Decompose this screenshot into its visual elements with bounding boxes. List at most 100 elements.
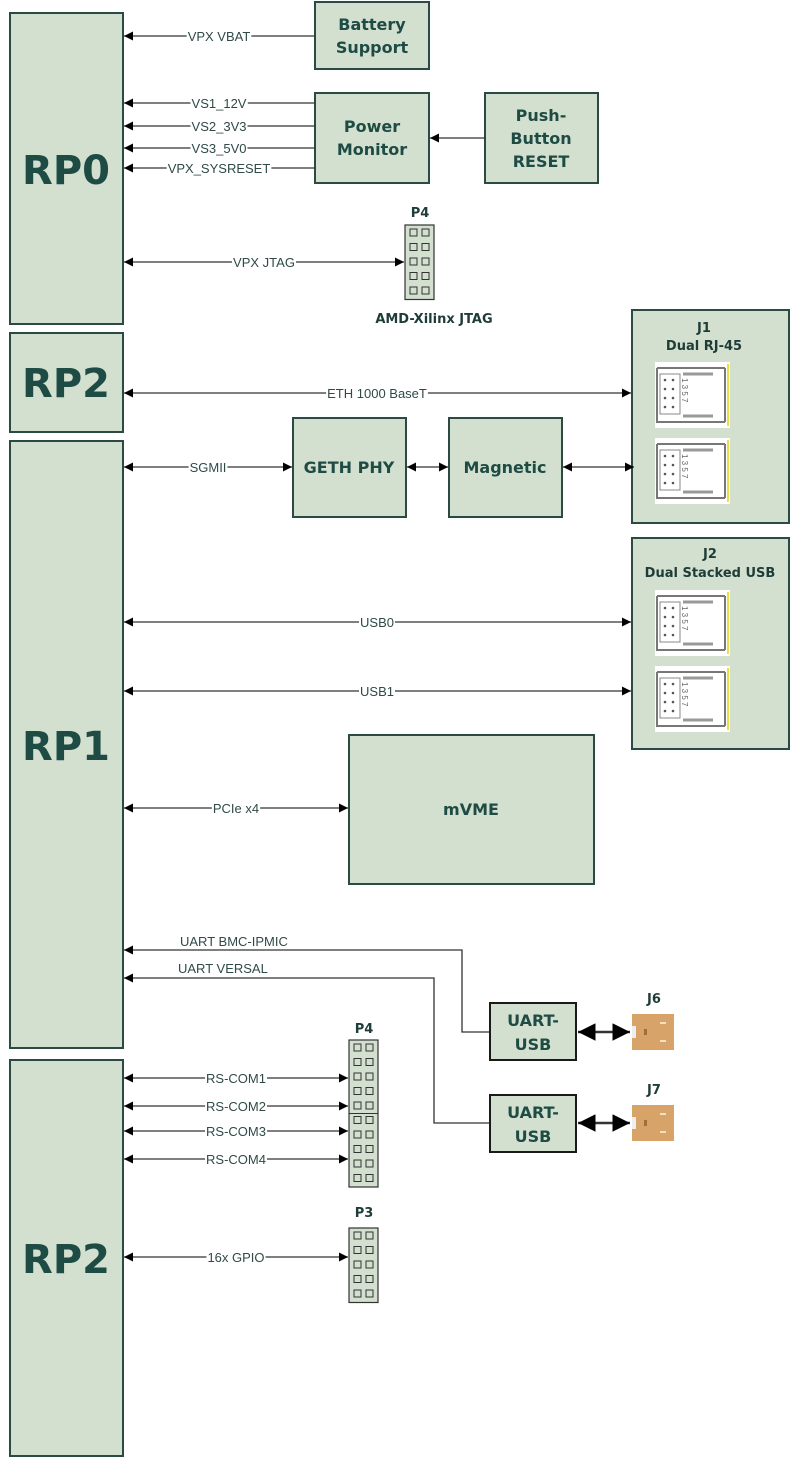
j2-caption: Dual Stacked USB	[645, 566, 776, 581]
header-body	[348, 1227, 379, 1304]
port-pin	[671, 682, 675, 686]
port-pin	[671, 378, 675, 382]
geth-phy-label: GETH PHY	[304, 458, 395, 477]
signal-label-com3: RS-COM3	[206, 1124, 266, 1139]
battery-label-1: Battery	[338, 15, 406, 34]
label-backing	[166, 162, 272, 175]
signal-label-vbat: VPX VBAT	[188, 29, 251, 44]
p4-jtag-ref: P4	[411, 206, 430, 221]
port-pin	[671, 606, 675, 610]
port-pin	[671, 633, 675, 637]
port-pin	[671, 472, 675, 476]
mvme-block: mVME	[348, 734, 595, 885]
rp2-bottom-block: RP2	[9, 1059, 124, 1457]
p4-com-header-icon	[348, 1039, 379, 1188]
port-pin	[671, 405, 675, 409]
push-button-label-1: Push-	[516, 106, 567, 125]
port-pin	[671, 709, 675, 713]
rp2-top-block: RP2	[9, 332, 124, 433]
header-pin	[365, 1174, 374, 1182]
header-pin	[353, 1072, 362, 1081]
header-pin	[353, 1246, 362, 1254]
port-pin	[663, 472, 667, 476]
port-pin	[671, 624, 675, 628]
port-pin	[663, 396, 667, 400]
rp1-block: RP1	[9, 440, 124, 1049]
p4-jtag-header-icon	[404, 224, 435, 301]
port-pin	[663, 606, 667, 610]
push-button-label-3: RESET	[513, 152, 570, 171]
micro-usb-detail	[660, 1113, 666, 1133]
rp1-label: RP1	[22, 724, 110, 770]
j6-ref: J6	[646, 992, 661, 1007]
signal-lines	[124, 31, 634, 1262]
port-latch	[683, 372, 713, 418]
header-pin	[365, 1145, 374, 1153]
battery-support-block: Battery Support	[314, 1, 430, 70]
header-pin	[365, 1275, 374, 1283]
port-pin	[663, 454, 667, 458]
push-button-reset-block: Push- Button RESET	[484, 92, 599, 184]
signal-label-vs3: VS3_5V0	[192, 141, 247, 156]
header-pin	[421, 257, 430, 266]
port-pin	[671, 481, 675, 485]
label-backing	[190, 97, 248, 110]
port-pin	[671, 615, 675, 619]
port-outline	[656, 671, 726, 727]
usb-port-icon: 1 3 5 7	[655, 666, 730, 732]
uart-usb-block-1: UART- USB	[489, 1002, 577, 1061]
rp2-bottom-label: RP2	[22, 1237, 110, 1283]
uart-usb-block-2: UART- USB	[489, 1094, 577, 1153]
label-backing	[190, 120, 248, 133]
signal-label-sgmii: SGMII	[190, 460, 227, 475]
port-pin-numbers: 1 3 5 7	[680, 606, 689, 631]
geth-phy-block: GETH PHY	[292, 417, 407, 518]
header-pin	[353, 1101, 362, 1110]
header-pin	[353, 1275, 362, 1283]
label-backing	[190, 142, 248, 155]
header-pin	[409, 243, 418, 251]
header-pin	[365, 1101, 374, 1110]
port-body	[655, 362, 730, 428]
header-pin	[365, 1072, 374, 1081]
signal-label-vs1: VS1_12V	[192, 96, 247, 111]
signal-label-com1: RS-COM1	[206, 1071, 266, 1086]
port-pins-box	[659, 677, 681, 719]
port-pin	[671, 454, 675, 458]
port-latch	[683, 676, 713, 722]
push-button-label-2: Button	[510, 129, 571, 148]
rp0-block: RP0	[9, 12, 124, 325]
rj45-port-icon: 1 3 5 7	[655, 438, 730, 504]
uart-usb-2-label-1: UART-	[507, 1103, 559, 1122]
header-pin	[353, 1043, 362, 1052]
j1-dual-rj45: J1 Dual RJ-45 1 3 5 7 1 3 5 7	[631, 309, 790, 524]
micro-usb-body	[632, 1014, 674, 1050]
port-pins-box	[659, 601, 681, 643]
label-backing	[206, 1251, 266, 1264]
j6-micro-usb-icon	[632, 1014, 674, 1050]
label-backing	[326, 387, 428, 400]
port-pin	[663, 700, 667, 704]
j7-ref: J7	[646, 1083, 661, 1098]
header-pin	[409, 272, 418, 280]
uart-usb-1-label-1: UART-	[507, 1011, 559, 1030]
port-body	[655, 666, 730, 732]
magnetic-block: Magnetic	[448, 417, 563, 518]
header-pin	[353, 1231, 362, 1240]
uart-bmc-arrow	[124, 945, 489, 1033]
header-pin	[353, 1116, 362, 1124]
p4-jtag-caption: AMD-Xilinx JTAG	[375, 312, 492, 327]
port-outline	[656, 595, 726, 651]
signal-label-uart-bmc: UART BMC-IPMIC	[180, 934, 288, 949]
uart-usb-1-label-2: USB	[515, 1035, 552, 1054]
header-pin	[353, 1174, 362, 1182]
port-pin	[671, 700, 675, 704]
label-backing	[188, 461, 228, 474]
j1-ref: J1	[696, 321, 711, 336]
j2-ref: J2	[702, 547, 717, 562]
signal-label-uart-versal: UART VERSAL	[178, 961, 268, 976]
header-pin	[365, 1116, 374, 1124]
p4-com-ref: P4	[355, 1022, 374, 1037]
port-pin	[663, 691, 667, 695]
signal-label-pcie: PCIe x4	[213, 801, 259, 816]
